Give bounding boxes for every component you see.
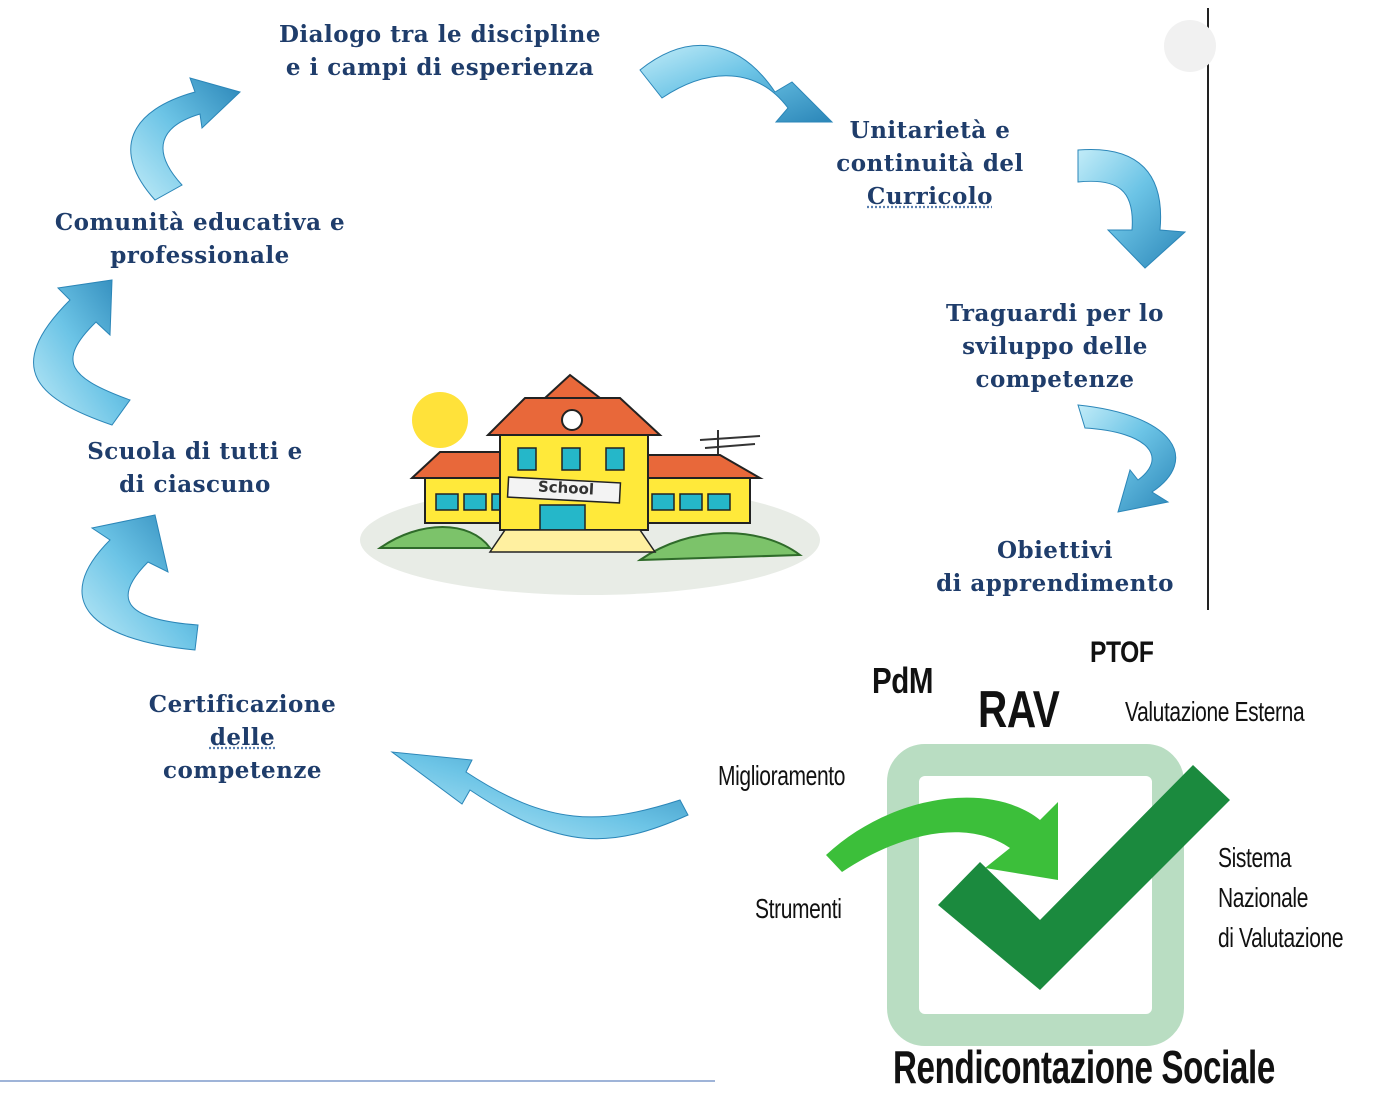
label-unitarieta-line-3: Curricolo [867,183,993,210]
label-certificazione-line-1: Certificazione [148,691,337,718]
back-button-ghost-icon [1164,20,1216,72]
clock-icon [561,409,583,431]
label-traguardi-line-3: competenze [975,366,1135,393]
label-unitarieta-line-2: continuità del [836,150,1024,177]
label-valutazione-esterna: Valutazione Esterna [1125,696,1305,727]
label-comunita-line-2: professionale [110,242,290,269]
label-obiettivi-line-1: Obiettivi [996,537,1114,564]
label-unitarieta: Unitarietà e continuità del Curricolo [820,114,1040,213]
label-comunita-line-1: Comunità educativa e [54,209,346,236]
label-comunita: Comunità educativa e professionale [25,206,375,272]
checkmark-icon [938,765,1230,990]
label-sistema-nazionale: Sistema Nazionale di Valutazione [1218,838,1343,958]
label-snv-line-1: Sistema [1218,842,1292,873]
label-dialogo: Dialogo tra le discipline e i campi di e… [250,18,630,84]
arrow-comunita-to-dialogo-icon [130,77,241,201]
label-traguardi-line-2: sviluppo delle [962,333,1148,360]
arrow-certificazione-to-scuola-icon [81,514,199,651]
label-dialogo-line-1: Dialogo tra le discipline [278,21,602,48]
label-miglioramento: Miglioramento [718,760,846,791]
evaluation-checkmark-graphic [826,744,1230,1046]
label-ptof: PTOF [1090,636,1154,669]
label-obiettivi-line-2: di apprendimento [936,570,1174,597]
label-traguardi: Traguardi per lo sviluppo delle competen… [930,297,1180,396]
label-dialogo-line-2: e i campi di esperienza [285,54,595,81]
arrow-to-certificazione-icon [390,751,689,840]
label-scuola-line-2: di ciascuno [119,471,271,498]
school-building-illustration [360,373,820,595]
label-certificazione: Certificazione delle competenze [120,688,365,787]
label-rav: RAV [978,681,1060,739]
label-strumenti: Strumenti [755,893,842,924]
label-obiettivi: Obiettivi di apprendimento [905,534,1205,600]
label-snv-line-2: Nazionale [1218,882,1309,913]
arrow-unitarieta-to-traguardi-icon [1077,148,1187,269]
label-rendicontazione-sociale: Rendicontazione Sociale [893,1041,1275,1093]
label-certificazione-line-2: delle [209,724,276,751]
arrow-dialogo-to-unitarieta-icon [639,44,834,123]
label-pdm: PdM [872,660,934,701]
sun-icon [412,392,468,448]
green-curved-arrow-icon [826,797,1058,880]
arrow-scuola-to-comunita-icon [33,279,131,426]
label-traguardi-line-1: Traguardi per lo [945,300,1165,327]
label-scuola-line-1: Scuola di tutti e [87,438,303,465]
label-certificazione-line-3: competenze [162,757,323,784]
label-snv-line-3: di Valutazione [1218,922,1344,953]
label-scuola: Scuola di tutti e di ciascuno [65,435,325,501]
arrow-traguardi-to-obiettivi-icon [1077,404,1177,513]
label-unitarieta-line-1: Unitarietà e [849,117,1011,144]
